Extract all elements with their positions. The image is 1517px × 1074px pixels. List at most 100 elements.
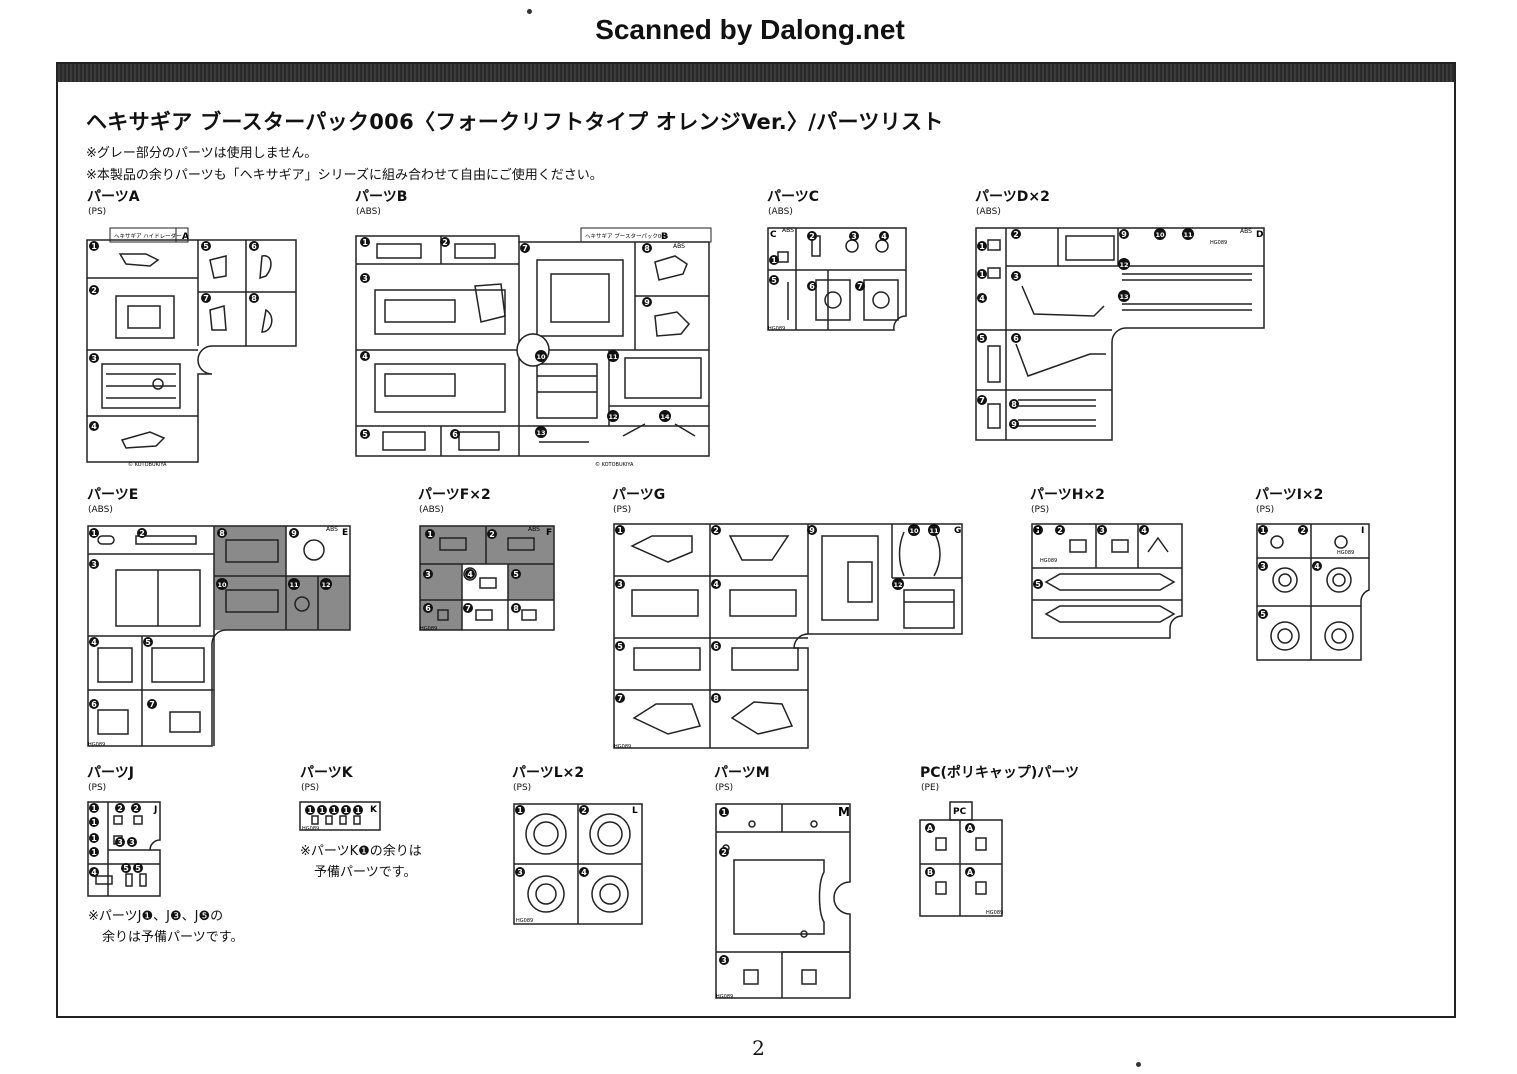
part-h-5-marker: 5 [1033, 579, 1043, 589]
scanner-credit: Scanned by Dalong.net [595, 14, 905, 45]
header-band [58, 64, 1454, 82]
part-l-3-marker: 3 [515, 867, 525, 877]
section-m-label: パーツM [714, 765, 770, 781]
runner-b-tag-text: ヘキサギア ブースターパック006 [585, 232, 669, 240]
part-g-6-marker: 6 [711, 641, 721, 651]
page-title: ヘキサギア ブースターパック006〈フォークリフトタイプ オレンジVer.〉/パ… [86, 110, 944, 134]
svg-text:3: 3 [117, 838, 123, 847]
part-a-4-marker: 4 [89, 421, 99, 431]
part-d-3-marker: 3 [1011, 271, 1021, 281]
part-j-5-marker: 5 [121, 863, 131, 873]
part-d-1-marker: 1 [977, 241, 987, 251]
part-a-2-marker: 2 [89, 285, 99, 295]
svg-text:2: 2 [117, 804, 123, 813]
svg-text:5: 5 [203, 242, 209, 251]
part-g-3-marker: 3 [615, 579, 625, 589]
svg-text:1: 1 [427, 530, 433, 539]
svg-text:3: 3 [425, 570, 431, 579]
section-h-label: パーツH×2 [1030, 487, 1105, 503]
svg-text:12: 12 [893, 581, 902, 589]
part-d-9-marker: 9 [1009, 419, 1019, 429]
part-e-12-marker: 12 [320, 578, 332, 590]
part-j-3-marker: 3 [115, 837, 125, 847]
svg-text:1: 1 [91, 804, 97, 813]
svg-text:3: 3 [362, 274, 368, 283]
svg-text:1: 1 [979, 242, 985, 251]
svg-text:B: B [927, 868, 933, 877]
runner-g-tag: G [954, 526, 961, 536]
part-d-13-marker: 13 [1118, 290, 1130, 302]
section-h-material: (PS) [1031, 505, 1050, 515]
svg-text:3: 3 [1099, 526, 1105, 535]
svg-text:13: 13 [536, 429, 545, 437]
part-b-14-marker: 14 [659, 410, 671, 422]
svg-text:2: 2 [713, 526, 719, 535]
part-f-1-marker: 1 [425, 529, 435, 539]
svg-text:9: 9 [291, 529, 297, 538]
part-f-4-marker: 4 [465, 569, 475, 579]
runner-c-material-tag: ABS [782, 227, 794, 234]
svg-text:11: 11 [289, 581, 299, 589]
runner-e-material-tag: ABS [326, 526, 338, 533]
part-j-1-marker: 1 [89, 833, 99, 843]
svg-text:6: 6 [1013, 334, 1019, 343]
section-j-label: パーツJ [87, 765, 134, 781]
section-i-label: パーツI×2 [1255, 487, 1324, 503]
svg-text:1: 1 [331, 806, 337, 815]
runner-f-stamp: HG089 [420, 626, 437, 632]
section-j-material: (PS) [88, 783, 107, 793]
svg-text:1: 1 [771, 256, 777, 265]
part-f-8-marker: 8 [511, 603, 521, 613]
runner-pc-tag: PC [953, 807, 967, 817]
section-m-material: (PS) [715, 783, 734, 793]
svg-text:10: 10 [217, 581, 227, 589]
svg-text:1: 1 [1035, 526, 1041, 535]
runner-a-stamp: © KOTOBUKIYA [128, 461, 167, 468]
part-b-4-marker: 4 [360, 351, 370, 361]
section-d-label: パーツD×2 [975, 189, 1050, 205]
svg-text:A: A [927, 824, 934, 833]
svg-text:2: 2 [1300, 526, 1306, 535]
part-a-8-marker: 8 [249, 293, 259, 303]
part-l-1-marker: 1 [515, 805, 525, 815]
svg-text:2: 2 [581, 806, 587, 815]
part-g-4-marker: 4 [711, 579, 721, 589]
svg-text:4: 4 [581, 868, 587, 877]
part-d-2-marker: 2 [1011, 229, 1021, 239]
svg-text:2: 2 [442, 238, 448, 247]
svg-text:13: 13 [1119, 293, 1128, 301]
svg-text:6: 6 [713, 642, 719, 651]
part-e-4-marker: 4 [89, 637, 99, 647]
part-a-3-marker: 3 [89, 353, 99, 363]
part-c-2-marker: 2 [807, 231, 817, 241]
part-h-1-marker: 1 [1033, 525, 1043, 535]
svg-text:1: 1 [343, 806, 349, 815]
runner-b-tag: B [661, 232, 668, 242]
svg-text:7: 7 [617, 694, 623, 703]
part-j-2-marker: 2 [131, 803, 141, 813]
part-d-11-marker: 11 [1182, 228, 1194, 240]
part-k-1-marker: 1 [353, 805, 363, 815]
section-a-label: パーツA [87, 189, 140, 205]
svg-text:7: 7 [203, 294, 209, 303]
svg-text:9: 9 [1011, 420, 1017, 429]
svg-text:8: 8 [513, 604, 519, 613]
scan-speck [1136, 1062, 1141, 1067]
scan-speck [527, 9, 532, 14]
